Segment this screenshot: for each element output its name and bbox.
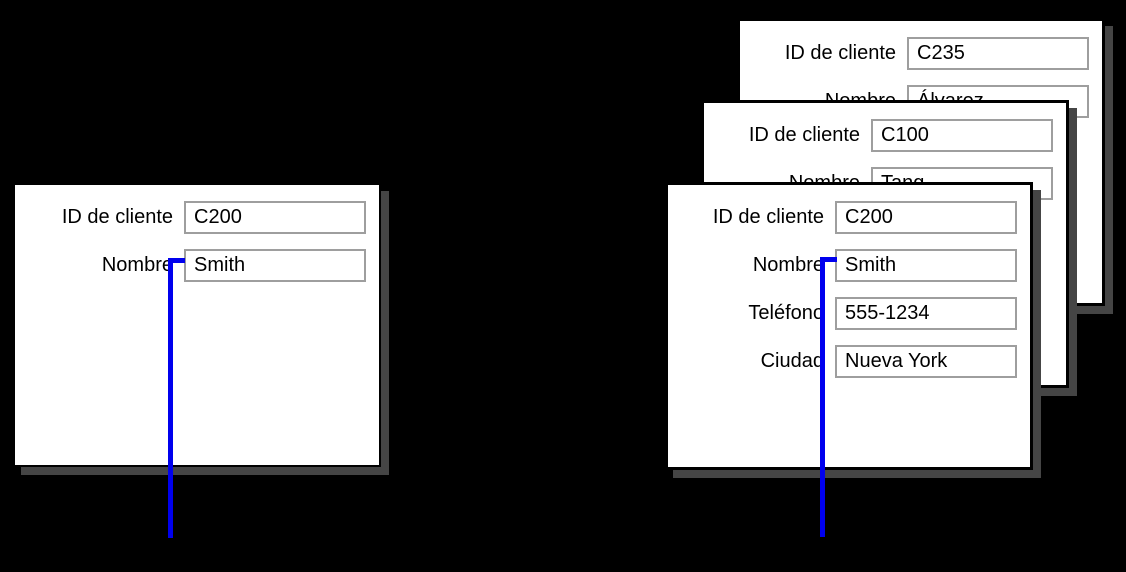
field-row: Nombre Smith (15, 249, 379, 282)
field-row: ID de cliente C200 (15, 201, 379, 234)
field-row: Ciudad Nueva York (668, 345, 1030, 378)
field-label: ID de cliente (61, 206, 173, 228)
field-label: Ciudad (760, 350, 824, 372)
field-row: ID de cliente C235 (740, 37, 1102, 70)
name-input[interactable]: Smith (184, 249, 366, 282)
customer-id-input[interactable]: C100 (871, 119, 1053, 152)
field-label: ID de cliente (748, 124, 860, 146)
field-label: Nombre (752, 254, 824, 276)
name-input[interactable]: Smith (835, 249, 1017, 282)
customer-form-card-single: ID de cliente C200 Nombre Smith (13, 183, 381, 467)
connector-line-right (820, 257, 837, 537)
field-row: ID de cliente C200 (668, 201, 1030, 234)
field-row: Nombre Smith (668, 249, 1030, 282)
field-row: ID de cliente C100 (704, 119, 1066, 152)
customer-form-card-front: ID de cliente C200 Nombre Smith Teléfono… (665, 182, 1033, 470)
field-label: Nombre (101, 254, 173, 276)
customer-id-input[interactable]: C235 (907, 37, 1089, 70)
connector-line-left (168, 258, 185, 538)
field-label: ID de cliente (712, 206, 824, 228)
customer-id-input[interactable]: C200 (835, 201, 1017, 234)
phone-input[interactable]: 555-1234 (835, 297, 1017, 330)
field-label: ID de cliente (784, 42, 896, 64)
field-label: Teléfono (748, 302, 824, 324)
customer-id-input[interactable]: C200 (184, 201, 366, 234)
city-input[interactable]: Nueva York (835, 345, 1017, 378)
field-row: Teléfono 555-1234 (668, 297, 1030, 330)
